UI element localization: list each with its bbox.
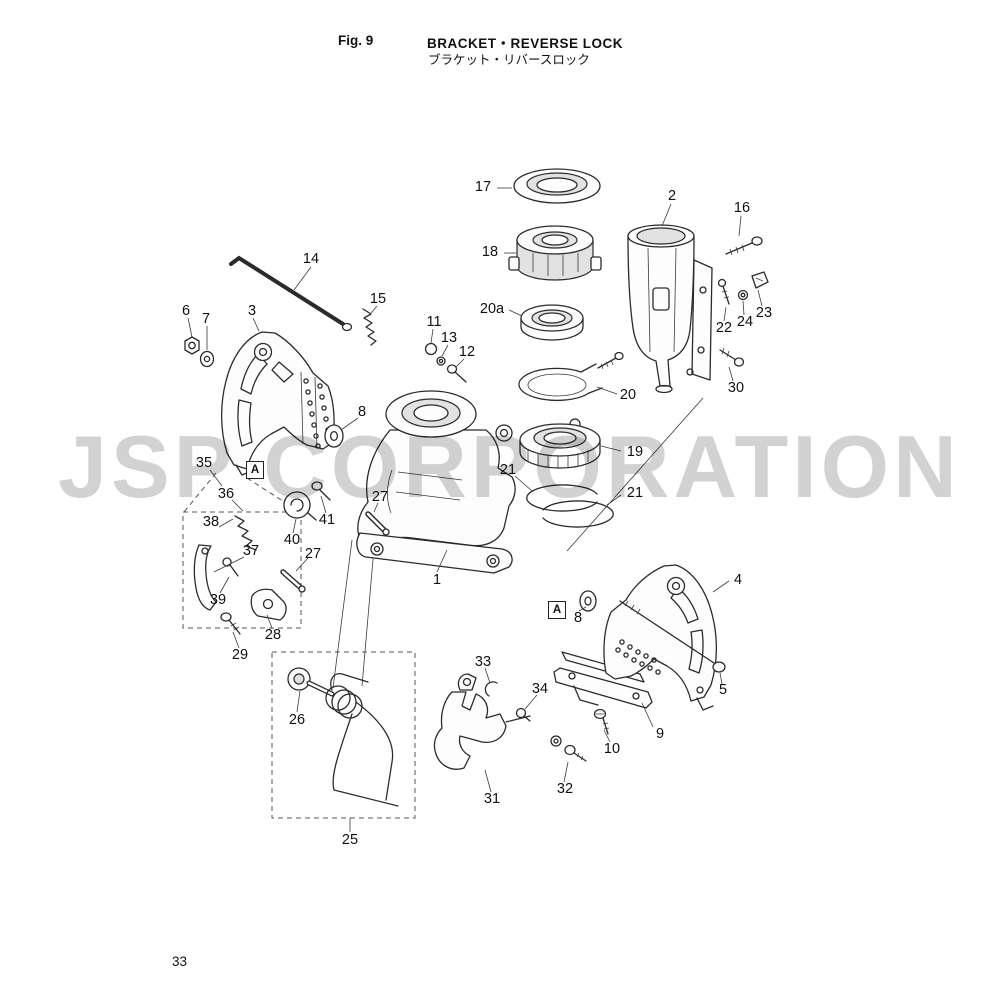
subassembly-box-35-36 — [182, 511, 302, 629]
part-34-pin — [515, 707, 531, 722]
part-4-stern-bracket-right — [603, 564, 718, 711]
part-33-clip — [484, 681, 498, 697]
subassembly-box-25 — [271, 651, 416, 819]
part-30-bolt — [719, 347, 745, 367]
part-27-pin-lower — [280, 569, 306, 593]
page-title-japanese: ブラケット・リバースロック — [428, 53, 590, 67]
part-28-bracket-clamp — [250, 588, 287, 621]
part-1-swivel-bracket — [356, 390, 516, 574]
part-38-spring — [234, 515, 257, 551]
part-19-damper-ring — [519, 418, 601, 469]
part-14-tilt-rod — [229, 255, 353, 332]
part-26-pin — [287, 667, 335, 697]
part-17-seal-ring — [513, 168, 601, 204]
part-18-mount-rubber — [508, 225, 602, 281]
part-2-clamp-bracket — [627, 224, 713, 394]
part-22-screw — [717, 278, 730, 305]
part-7-washer — [199, 350, 215, 368]
part-12-screw — [446, 364, 467, 383]
part-27-pin-upper — [365, 511, 390, 536]
page-number: 33 — [172, 954, 188, 969]
part-39-bolt — [222, 557, 239, 577]
part-10-screw — [593, 708, 610, 735]
leader-lines — [187, 187, 763, 832]
part-21-split-rings — [526, 484, 614, 528]
part-8-washer-left — [324, 424, 344, 448]
part-20-clamp-band — [518, 351, 624, 402]
part-23-anode-plate — [751, 271, 769, 289]
part-25-reverse-lock-spring — [325, 673, 399, 807]
part-3-stern-bracket-left — [220, 331, 335, 476]
part-15-spring — [362, 308, 377, 346]
part-24-washer — [737, 289, 749, 301]
part-41-screw — [311, 481, 331, 501]
part-11-ring — [424, 342, 438, 356]
part-29-bolt — [220, 612, 241, 635]
part-32-bolt-washer — [550, 735, 587, 762]
part-6-nut — [184, 336, 200, 355]
part-20a-ring — [520, 304, 584, 341]
part-8-washer-right — [579, 590, 597, 612]
part-31-reverse-lock-hook — [433, 673, 531, 770]
page-title: BRACKET・REVERSE LOCK — [427, 36, 624, 51]
construction-lines — [183, 397, 704, 689]
part-16-bolt — [725, 236, 763, 256]
part-37-lock-plate — [193, 544, 217, 611]
part-40-cap — [283, 491, 317, 521]
part-13-washer — [436, 356, 446, 366]
part-5-through-bolt — [619, 600, 726, 673]
figure-number: Fig. 9 — [338, 33, 374, 48]
